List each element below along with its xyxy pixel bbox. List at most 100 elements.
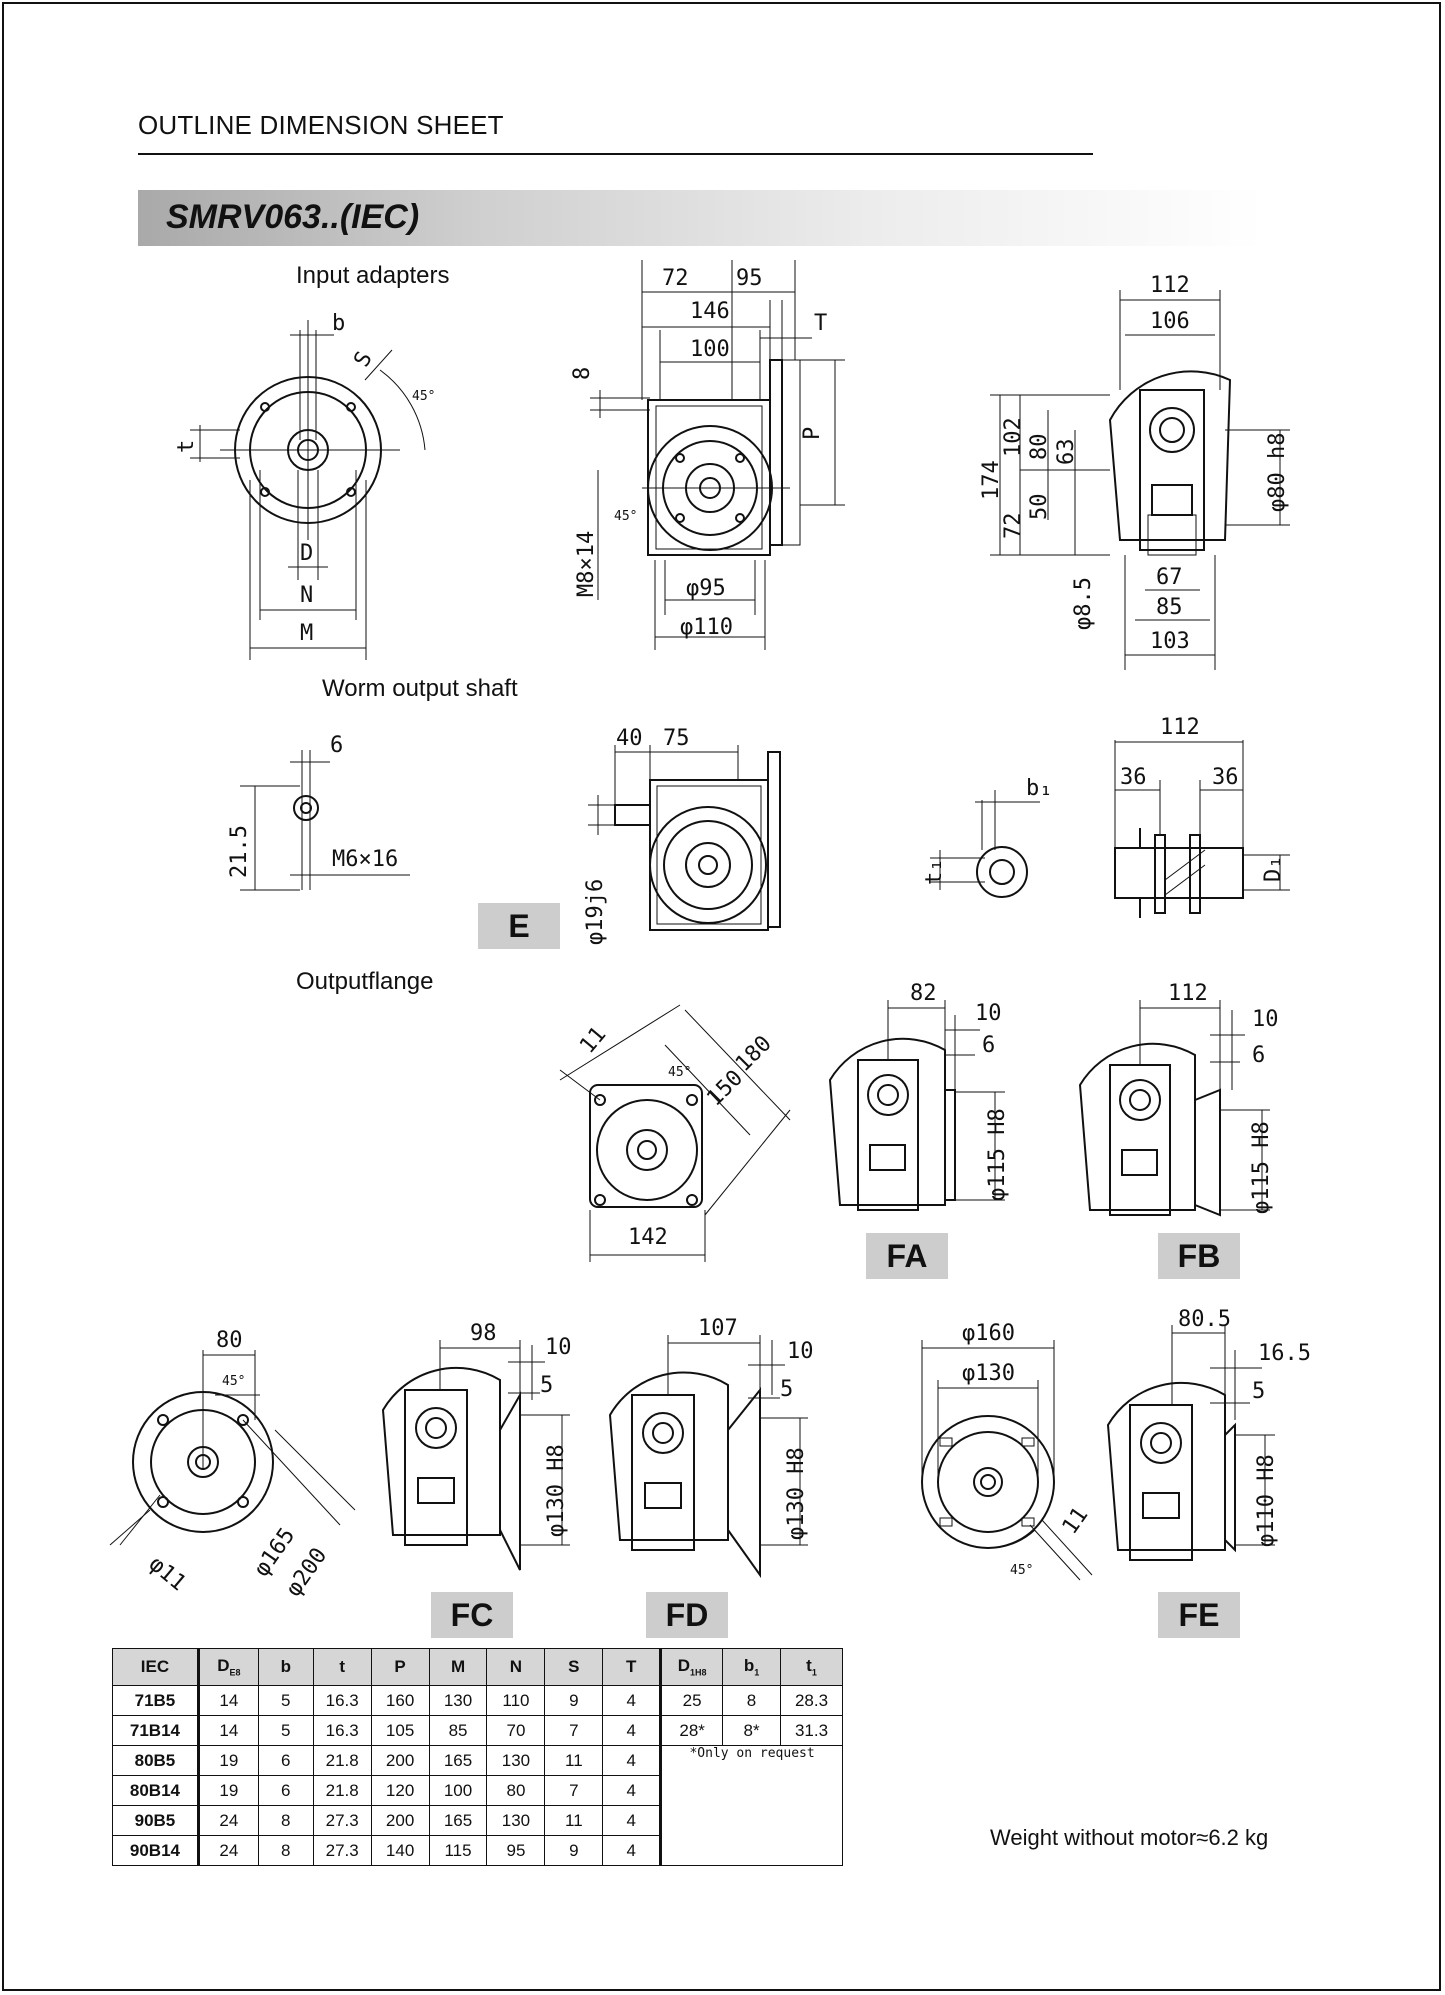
dim-flange-142: 142 (628, 1225, 668, 1250)
dim-fe-phi160: φ160 (962, 1321, 1015, 1346)
worm-shaft-gearbox-drawing: 40 75 φ19j6 (583, 726, 781, 945)
col-header-m: M (428, 1648, 488, 1686)
dim-fc-angle: 45° (222, 1374, 245, 1389)
dim-shaft-d1: D₁ (1261, 856, 1286, 883)
dim-side-63: 63 (1054, 439, 1079, 466)
dim-fe-phi130: φ130 (962, 1361, 1015, 1386)
dim-fb-10: 10 (1252, 1007, 1279, 1032)
dim-shaft-b1: b₁ (1026, 776, 1053, 801)
dim-shaft-6: 6 (330, 733, 343, 758)
dim-fc-phi: φ130 H8 (544, 1444, 569, 1537)
dim-fd-10: 10 (787, 1339, 814, 1364)
col-header-d: DE8 (197, 1648, 259, 1686)
dim-shaft-75: 75 (663, 726, 690, 751)
dim-fa-6: 6 (982, 1033, 995, 1058)
col-header-b: b (257, 1648, 314, 1686)
dim-side-72: 72 (1001, 513, 1026, 540)
col-header-n: N (486, 1648, 546, 1686)
variant-tag-fb: FB (1158, 1233, 1240, 1279)
dim-d: D (300, 541, 313, 566)
col-header-t1: t1 (779, 1648, 844, 1686)
dim-front-phi110: φ110 (680, 615, 733, 640)
fa-drawing: 82 10 6 φ115 H8 (828, 981, 1010, 1211)
dim-fc-10: 10 (545, 1335, 572, 1360)
dim-flange-angle: 45° (668, 1065, 691, 1080)
hollow-shaft-section-drawing: 112 36 36 D₁ (1114, 715, 1290, 918)
dim-flange-150: 150 (702, 1066, 748, 1112)
dim-front-8: 8 (570, 367, 595, 380)
dim-front-p: P (800, 427, 825, 440)
section-worm-output-shaft: Worm output shaft (322, 675, 518, 702)
dim-flange-180: 180 (731, 1031, 777, 1077)
variant-tag-fe: FE (1158, 1592, 1240, 1638)
section-output-flange: Outputflange (296, 968, 434, 995)
dim-side-phi80: φ80 h8 (1265, 433, 1290, 512)
dim-fe-80-5: 80.5 (1178, 1307, 1231, 1332)
dim-front-t: T (814, 311, 827, 336)
dim-m: M (300, 621, 313, 646)
iec-spec-table: IEC DE8 b t P M N S T D1H8 b1 t1 71B5 14… (112, 1648, 844, 1866)
dim-fb-112: 112 (1168, 981, 1208, 1006)
dim-shaft-36-left: 36 (1120, 765, 1147, 790)
fc-drawing: 98 10 5 φ130 H8 (381, 1321, 572, 1571)
col-header-tt: T (602, 1648, 663, 1686)
output-flange-square-drawing: 11 180 150 45° 142 (559, 1004, 791, 1262)
dim-side-67: 67 (1156, 565, 1183, 590)
col-header-s: S (544, 1648, 604, 1686)
sheet-title: OUTLINE DIMENSION SHEET (138, 110, 504, 140)
dim-b: b (332, 311, 345, 336)
dim-fc-80: 80 (216, 1328, 243, 1353)
table-note: *Only on request (660, 1745, 843, 1866)
dim-fa-phi: φ115 H8 (985, 1108, 1010, 1201)
variant-tag-fc: FC (431, 1592, 513, 1638)
dim-side-phi8-5: φ8.5 (1071, 577, 1096, 630)
model-title: SMRV063..(IEC) (166, 198, 420, 236)
fe-front-drawing: φ160 φ130 11 45° (921, 1321, 1094, 1581)
dim-fb-6: 6 (1252, 1043, 1265, 1068)
model-banner: SMRV063..(IEC) (138, 190, 1263, 246)
dim-fa-82: 82 (910, 981, 937, 1006)
section-input-adapters: Input adapters (296, 262, 450, 289)
dim-side-80: 80 (1027, 434, 1052, 461)
col-header-t: t (312, 1648, 372, 1686)
variant-tag-e: E (478, 903, 560, 949)
dim-side-174: 174 (979, 460, 1004, 500)
dim-side-103: 103 (1150, 629, 1190, 654)
dim-front-72: 72 (662, 266, 689, 291)
gearbox-side-drawing: 112 106 174 102 80 63 72 50 φ8.5 67 85 1… (979, 273, 1290, 670)
dim-shaft-112: 112 (1160, 715, 1200, 740)
dim-fe-phi: φ110 H8 (1254, 1454, 1279, 1547)
dim-fe-angle: 45° (1010, 1563, 1033, 1578)
dim-t: t (174, 440, 199, 453)
dim-fe-5: 5 (1252, 1379, 1265, 1404)
dim-s: S (349, 348, 377, 372)
dim-front-146: 146 (690, 299, 730, 324)
col-header-d1: D1H8 (660, 1648, 724, 1686)
dim-front-phi95: φ95 (686, 576, 726, 601)
hollow-bore-drawing: b₁ t₁ (922, 776, 1053, 898)
fd-drawing: 107 10 5 φ130 H8 (608, 1316, 814, 1579)
dim-side-106: 106 (1150, 309, 1190, 334)
dim-fc-phi11: φ11 (144, 1552, 191, 1597)
dim-fc-5: 5 (540, 1373, 553, 1398)
dim-front-m8: M8×14 (574, 531, 599, 597)
dim-shaft-phi19: φ19j6 (583, 879, 608, 945)
dim-front-angle: 45° (614, 509, 637, 524)
dim-side-102: 102 (1001, 417, 1026, 457)
col-header-p: P (370, 1648, 430, 1686)
dim-front-95: 95 (736, 266, 763, 291)
dim-side-50: 50 (1027, 494, 1052, 521)
title-rule (138, 153, 1093, 155)
dim-fe-11: 11 (1058, 1503, 1094, 1539)
dim-shaft-m6: M6×16 (332, 847, 398, 872)
dim-shaft-21-5: 21.5 (227, 825, 252, 878)
table-header-row: IEC DE8 b t P M N S T D1H8 b1 t1 (112, 1648, 844, 1686)
gearbox-front-drawing: 72 95 146 100 T 8 P M8×14 45° φ95 φ110 (570, 260, 845, 650)
